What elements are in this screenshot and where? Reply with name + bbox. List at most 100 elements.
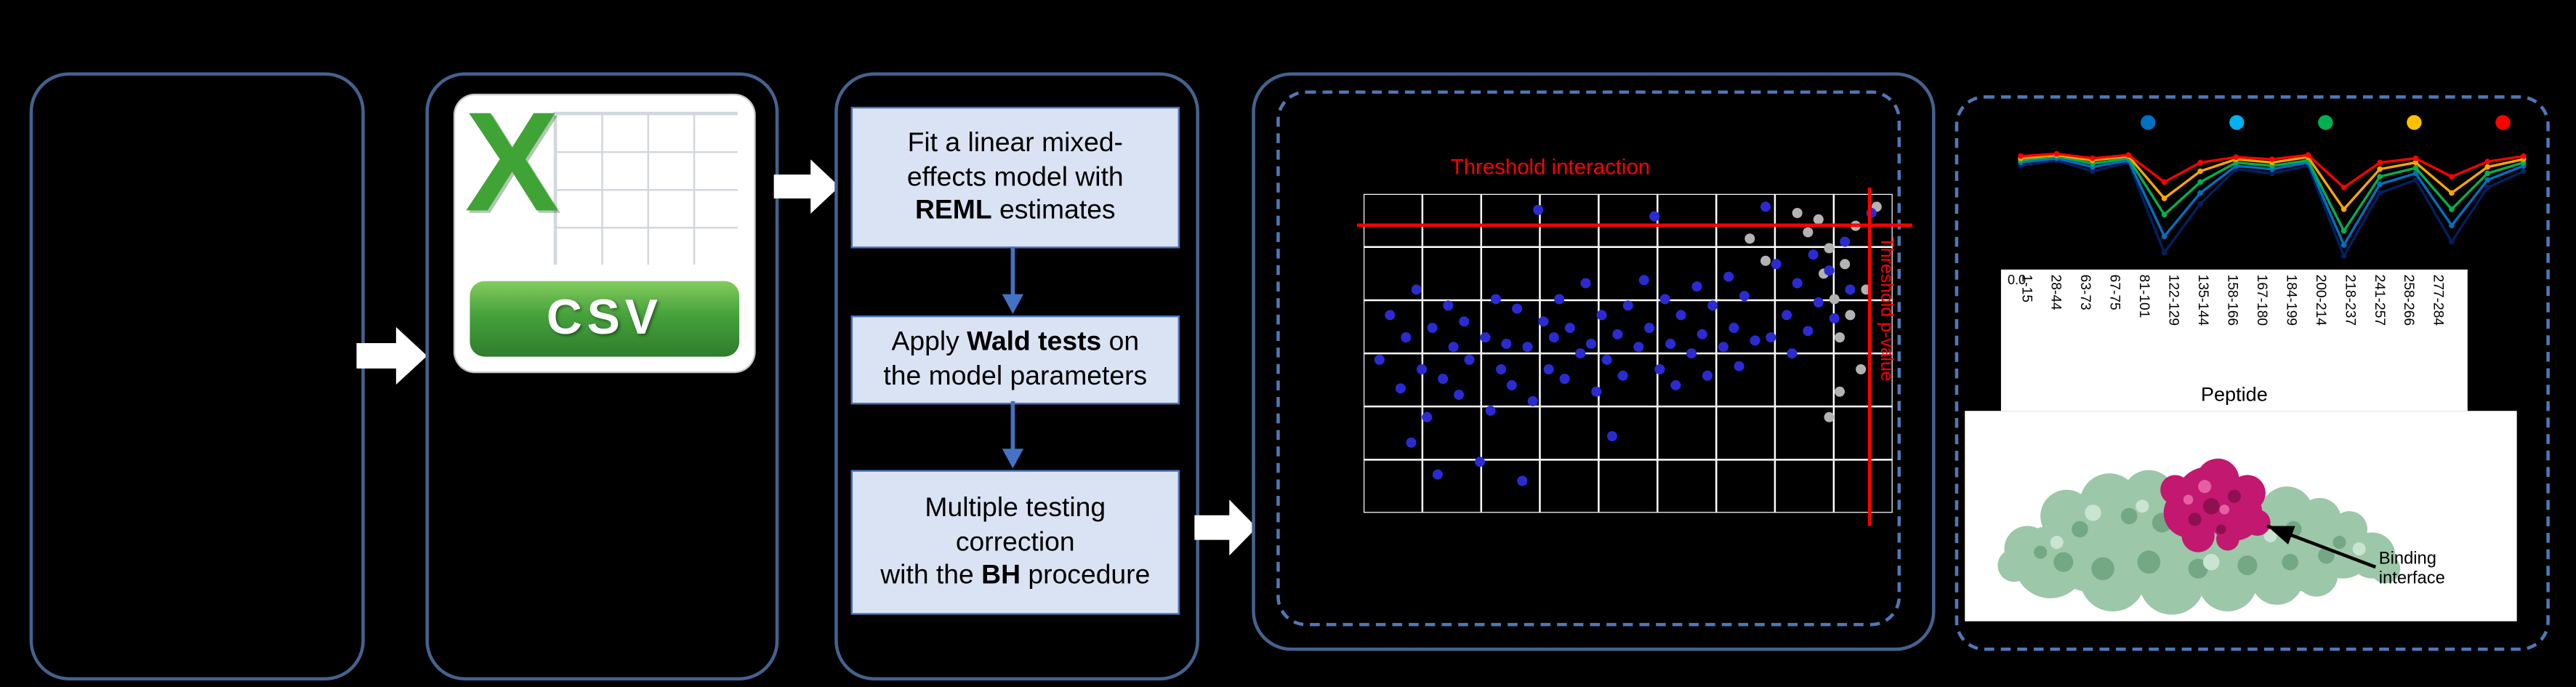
profile-point: [2449, 174, 2455, 180]
profile-point: [2197, 201, 2203, 207]
nonsignificant-point: [1744, 233, 1755, 244]
profile-point: [2484, 158, 2491, 165]
volcano-panel: Threshold interaction Threshold p-value: [1252, 72, 1936, 651]
significant-point: [1845, 284, 1856, 295]
significant-point: [1760, 201, 1771, 212]
volcano-svg: [1363, 193, 1893, 513]
profile-point: [2377, 190, 2383, 196]
significant-point: [1422, 411, 1433, 422]
profile-point: [2197, 168, 2203, 174]
flow-step-line: REML estimates: [914, 196, 1116, 226]
profile-point: [2125, 152, 2132, 158]
csv-label: CSV: [546, 291, 663, 345]
profile-point: [2340, 242, 2347, 248]
profile-point: [2161, 179, 2168, 185]
profile-point: [2484, 185, 2491, 190]
peptide-tick-label: 241-257: [2372, 274, 2388, 326]
peptide-axis-title: Peptide: [2200, 382, 2268, 406]
significant-point: [1771, 259, 1782, 270]
profile-point: [2520, 153, 2527, 159]
input-panel: [29, 72, 365, 680]
peptide-tick-label: 81-101: [2136, 274, 2154, 318]
significant-point: [1395, 383, 1406, 394]
profile-point: [2233, 154, 2239, 160]
flow-step-wald: Apply Wald tests on the model parameters: [850, 316, 1180, 405]
nonsignificant-point: [1829, 294, 1840, 305]
significant-point: [1480, 332, 1491, 343]
significant-point: [1575, 348, 1586, 359]
profile-point: [2449, 206, 2455, 212]
threshold-interaction-line: [1356, 223, 1912, 227]
profile-point: [2412, 177, 2419, 183]
peptide-tick-label: 167-180: [2254, 274, 2271, 326]
profile-point: [2412, 155, 2419, 161]
significant-point: [1506, 379, 1517, 390]
significant-point: [1766, 332, 1776, 343]
significant-point: [1490, 294, 1501, 305]
profile-legend: [2141, 115, 2511, 130]
profile-point: [2269, 156, 2275, 162]
significant-point: [1813, 297, 1824, 308]
significant-point: [1654, 363, 1665, 375]
peptide-tick-label: 28-44: [2048, 274, 2065, 310]
right-arrow-1-icon: [356, 326, 427, 385]
binding-interface-arrow-icon: [2266, 524, 2377, 569]
profile-point: [2484, 177, 2491, 183]
flow-step-line: Multiple testing: [925, 492, 1106, 523]
significant-point: [1496, 363, 1507, 375]
significant-point: [1411, 284, 1422, 295]
protein-surface-illustration: [1997, 458, 2401, 615]
significant-point: [1675, 310, 1686, 321]
nonsignificant-point: [1803, 227, 1814, 238]
significant-point: [1696, 329, 1707, 340]
flow-step-line: Fit a linear mixed-: [907, 127, 1123, 158]
csv-banner: CSV: [470, 281, 740, 357]
down-arrow-1-icon: [1002, 246, 1024, 314]
significant-point: [1707, 300, 1718, 311]
significant-point: [1829, 313, 1840, 324]
profile-point: [2161, 196, 2168, 201]
profile-point: [2161, 233, 2168, 239]
threshold-interaction-label: Threshold interaction: [1450, 154, 1651, 180]
peptide-tick-label: 1-15: [2018, 274, 2036, 303]
significant-point: [1750, 335, 1760, 346]
peptide-tick-label: 122-129: [2166, 274, 2183, 326]
significant-point: [1803, 326, 1814, 337]
legend-dot: [2141, 115, 2156, 130]
csv-file-icon: X CSV: [455, 84, 754, 371]
profile-point: [2412, 170, 2419, 177]
significant-point: [1517, 475, 1528, 486]
nonsignificant-point: [1845, 310, 1856, 321]
profile-point: [2161, 249, 2168, 256]
significant-point: [1649, 211, 1660, 222]
binding-interface-label: Binding interface: [2378, 549, 2445, 589]
significant-point: [1808, 249, 1819, 260]
significant-point: [1559, 374, 1570, 385]
right-arrow-3-icon: [1194, 499, 1257, 556]
profile-point: [2197, 179, 2203, 185]
profile-point: [2161, 212, 2168, 218]
profile-point: [2340, 253, 2347, 259]
profile-point: [2377, 174, 2383, 180]
significant-point: [1622, 300, 1633, 311]
profile-point: [2484, 170, 2491, 177]
significant-point: [1474, 457, 1485, 467]
significant-point: [1718, 342, 1728, 353]
significant-point: [1606, 431, 1617, 442]
flow-step-line: correction: [955, 526, 1075, 557]
significant-point: [1585, 338, 1597, 349]
significant-point: [1533, 204, 1544, 215]
flow-step-reml: Fit a linear mixed- effects model with R…: [850, 106, 1180, 249]
binding-interface-region: [2160, 458, 2271, 553]
flow-step-line: the model parameters: [883, 361, 1148, 392]
significant-point: [1612, 329, 1623, 340]
significant-point: [1601, 354, 1612, 365]
nonsignificant-point: [1760, 255, 1771, 266]
y-axis-tick: 0.0: [2007, 273, 2026, 288]
profile-point: [2412, 159, 2419, 166]
significant-point: [1416, 363, 1427, 375]
